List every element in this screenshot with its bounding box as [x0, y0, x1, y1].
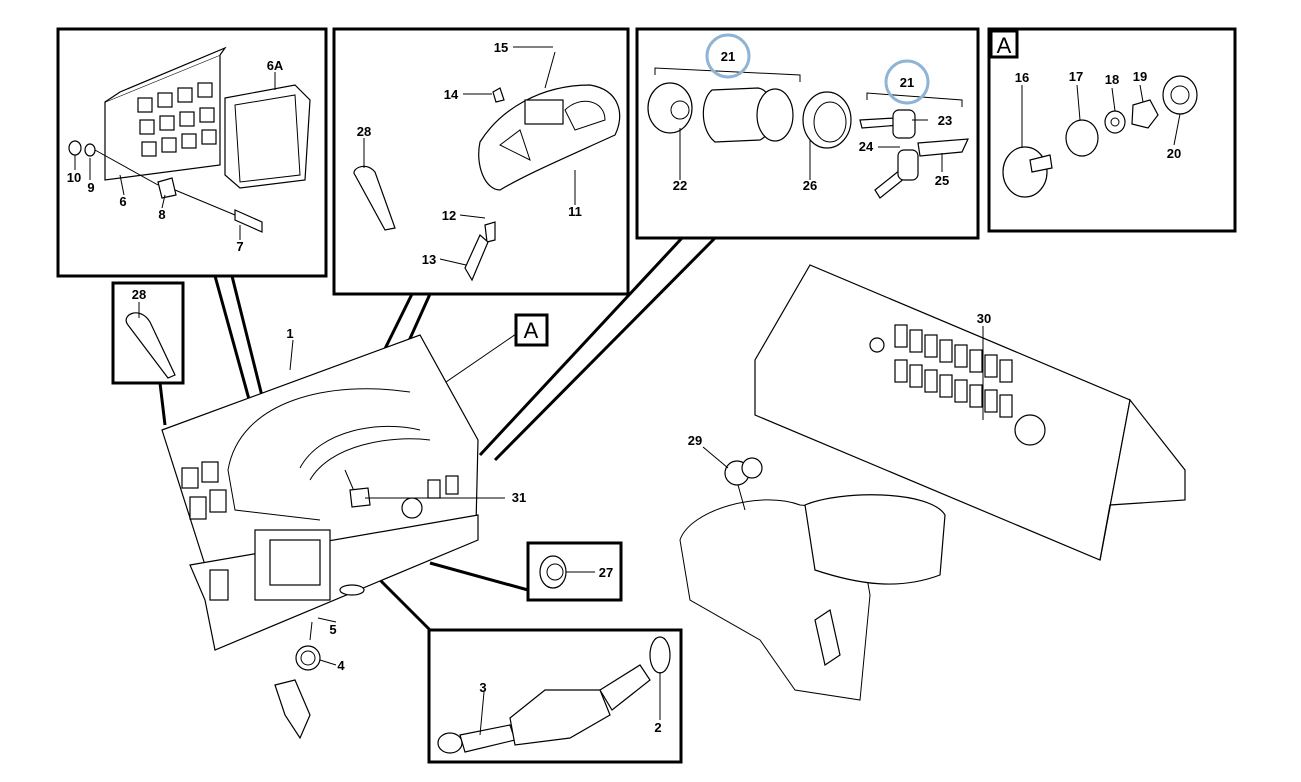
- label-3: 3: [479, 680, 486, 695]
- label-9: 9: [87, 180, 94, 195]
- label-10: 10: [67, 170, 81, 185]
- part-labels: 1 2 3 4 5 6 6A 7 8 9 10 11 12 13 14 15 1…: [67, 40, 1181, 735]
- label-14: 14: [444, 87, 459, 102]
- dash-panel-assembly: [161, 334, 479, 651]
- detail-box-plug: [427, 628, 683, 764]
- label-11: 11: [568, 204, 582, 219]
- highlight-circle-21a: [705, 33, 751, 79]
- label-6a: 6A: [267, 58, 284, 73]
- label-13: 13: [422, 252, 436, 267]
- label-22: 22: [673, 178, 687, 193]
- label-15: 15: [494, 40, 508, 55]
- switch-grid: [137, 82, 217, 157]
- label-21a: 21: [721, 49, 735, 64]
- label-4: 4: [337, 658, 345, 673]
- label-29: 29: [688, 433, 702, 448]
- detail-box-switch-panel: [56, 27, 328, 278]
- connector-bracket: [274, 621, 321, 740]
- label-25: 25: [935, 173, 949, 188]
- detail-tag-a-main-text: A: [524, 318, 539, 343]
- right-console: [754, 264, 1186, 561]
- label-6: 6: [119, 194, 126, 209]
- detail-box-instrument-cluster: [332, 27, 630, 296]
- label-8: 8: [158, 207, 165, 222]
- label-5: 5: [329, 622, 336, 637]
- label-2: 2: [654, 720, 661, 735]
- detail-box-ignition: [635, 27, 980, 240]
- label-18: 18: [1105, 72, 1119, 87]
- detail-box-cable-tie: [111, 281, 185, 385]
- label-7: 7: [236, 239, 243, 254]
- label-30: 30: [977, 311, 991, 326]
- label-24: 24: [859, 139, 874, 154]
- label-28a: 28: [357, 124, 371, 139]
- label-31: 31: [512, 490, 526, 505]
- label-27: 27: [599, 565, 613, 580]
- detail-tag-a-box-text: A: [997, 33, 1012, 58]
- label-1: 1: [286, 326, 293, 341]
- label-19: 19: [1133, 69, 1147, 84]
- label-23: 23: [938, 113, 952, 128]
- detail-tag-a-main: A: [514, 313, 549, 347]
- label-20: 20: [1167, 146, 1181, 161]
- operator-seat-armrest: [679, 457, 946, 701]
- label-17: 17: [1069, 69, 1083, 84]
- label-16: 16: [1015, 70, 1029, 85]
- detail-box-socket: [526, 541, 623, 602]
- label-28b: 28: [132, 287, 146, 302]
- highlight-circle-21b: [884, 59, 930, 105]
- detail-box-a: [987, 27, 1237, 233]
- label-leaders: [74, 46, 1181, 736]
- switch-bank: [894, 324, 1013, 418]
- label-26: 26: [803, 178, 817, 193]
- label-12: 12: [442, 208, 456, 223]
- label-21b: 21: [900, 75, 914, 90]
